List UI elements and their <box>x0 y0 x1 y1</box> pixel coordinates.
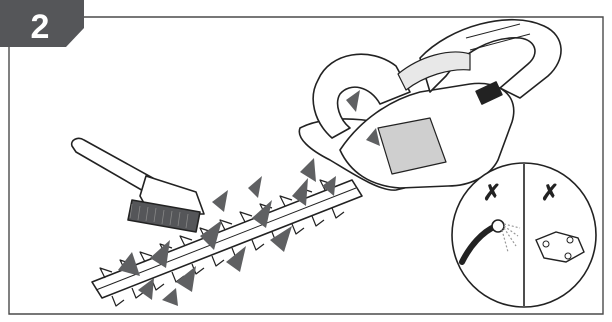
cleaning-brush-icon <box>72 138 204 232</box>
prohibited-mark-2: ✗ <box>541 180 559 205</box>
step-badge: 2 <box>0 0 84 47</box>
trimmer-blade <box>92 180 362 306</box>
step-number: 2 <box>31 8 50 46</box>
warning-inset: ✗ ✗ <box>452 163 596 307</box>
prohibited-mark-1: ✗ <box>483 180 501 205</box>
